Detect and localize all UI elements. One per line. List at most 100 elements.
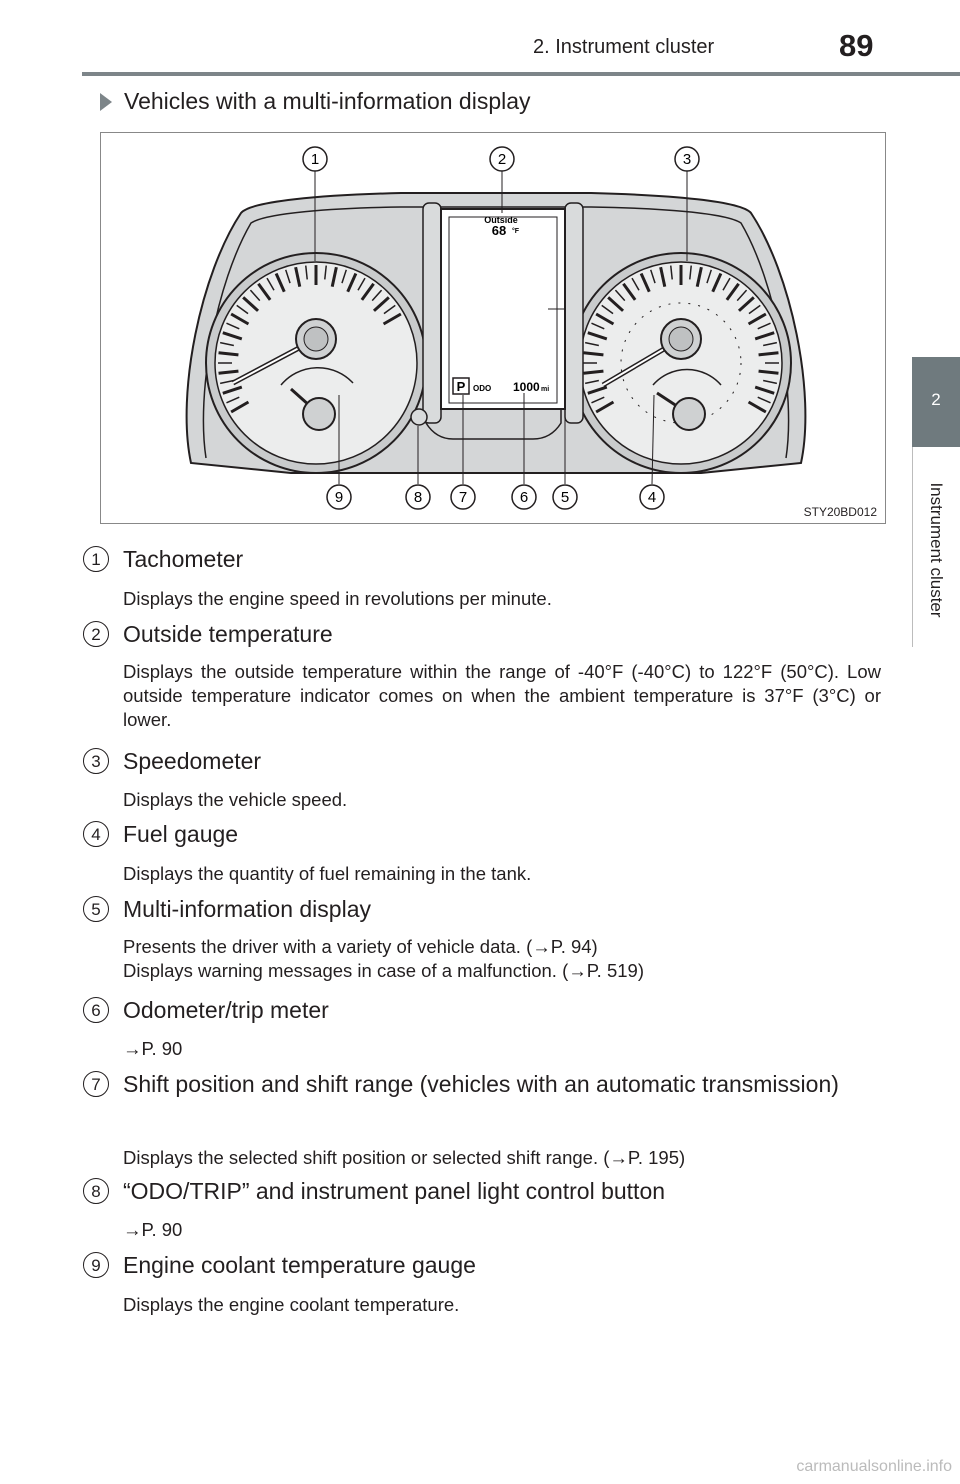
tachometer-tick	[257, 282, 272, 301]
speedometer-tick	[591, 322, 605, 330]
speedometer-tick	[736, 289, 748, 302]
center-pillar-right	[564, 202, 584, 424]
outside-temp-unit: °F	[512, 227, 520, 235]
callout-markers: 1 2 3 4 5 6 7 8 9	[302, 146, 700, 510]
tachometer-tick	[371, 289, 383, 302]
speedometer-tick	[754, 385, 775, 395]
callout-9: 9	[326, 484, 352, 510]
speedometer-tick	[583, 369, 604, 375]
speedometer-tick	[695, 266, 703, 288]
tachometer-gauge	[205, 252, 427, 474]
callout-3-label: 3	[683, 151, 691, 168]
tachometer-tick	[226, 322, 240, 330]
item-description: Displays the selected shift position or …	[123, 1147, 686, 1168]
tachometer-tick	[346, 272, 358, 293]
tachometer-tick	[219, 379, 234, 385]
callout-6: 6	[511, 484, 537, 510]
odo-label: ODO	[473, 384, 491, 393]
callout-3: 3	[674, 146, 700, 172]
tachometer-tick	[357, 277, 366, 291]
speedometer-tick	[614, 289, 626, 302]
tachometer-tick	[219, 341, 234, 347]
item-description: Displays the engine coolant temperature.	[123, 1294, 460, 1315]
speedometer-tick	[601, 304, 614, 315]
tachometer-tick	[222, 385, 243, 395]
item-number: 1	[83, 546, 109, 572]
item-title: Odometer/trip meter	[123, 997, 329, 1023]
odo-trip-button	[410, 408, 428, 426]
callout-2-label: 2	[498, 151, 506, 168]
watermark: carmanualsonline.info	[796, 1458, 952, 1475]
speedometer-tick	[757, 322, 771, 330]
speedometer-tick	[748, 304, 761, 315]
speedometer-tick	[689, 265, 692, 280]
speedometer-tick	[763, 379, 778, 385]
tachometer-tick	[341, 269, 347, 284]
item-title: Engine coolant temperature gauge	[123, 1252, 476, 1278]
speedometer-tick	[587, 385, 608, 395]
item-number: 8	[83, 1178, 109, 1204]
triangle-bullet-icon	[100, 92, 112, 111]
chapter-tab-label: Instrument cluster	[918, 460, 954, 640]
outside-label: Outside	[484, 215, 518, 225]
speedometer-tick	[747, 400, 767, 414]
item-title: Shift position and shift range (vehicles…	[123, 1071, 839, 1097]
center-pillar-left	[422, 202, 442, 424]
callout-1: 1	[302, 146, 328, 172]
section-heading: Vehicles with a multi-information displa…	[100, 88, 531, 115]
item-number: 6	[83, 997, 109, 1023]
page-number: 89	[839, 28, 874, 63]
item-number: 2	[83, 621, 109, 647]
callout-5: 5	[552, 484, 578, 510]
tachometer-tick	[285, 269, 291, 284]
speedometer-tick	[737, 296, 755, 312]
speedometer-tick	[584, 379, 599, 385]
item-description: Displays the engine speed in revolutions…	[123, 588, 552, 609]
speedometer-tick	[670, 265, 673, 280]
speedometer-tick	[763, 341, 778, 347]
item-title: Fuel gauge	[123, 821, 239, 847]
item-title: Outside temperature	[123, 621, 333, 647]
speedometer-tick	[631, 277, 640, 291]
item-title: “ODO/TRIP” and instrument panel light co…	[123, 1178, 666, 1204]
shift-position: P	[457, 379, 466, 394]
tachometer-tick	[360, 282, 375, 301]
running-header-section: 2. Instrument cluster	[533, 36, 715, 58]
item-number: 9	[83, 1252, 109, 1278]
callout-4-label: 4	[648, 489, 656, 506]
speedometer-tick	[725, 282, 740, 301]
callout-7-label: 7	[459, 489, 467, 506]
instrument-cluster-illustration: Outside 68 °F P ODO 1000 mi 1 2	[185, 146, 807, 510]
item-description: Displays warning messages in case of a m…	[123, 960, 644, 981]
item-title: Multi-information display	[123, 896, 371, 922]
speedometer-tick	[758, 351, 779, 357]
callout-6-label: 6	[520, 489, 528, 506]
section-heading-text: Vehicles with a multi-information displa…	[124, 88, 531, 114]
item-number: 5	[83, 896, 109, 922]
speedometer-tick	[595, 400, 615, 414]
speedometer-tick	[607, 296, 625, 312]
item-description: Presents the driver with a variety of ve…	[123, 936, 598, 957]
chapter-tab-label-area	[912, 447, 960, 647]
tachometer-tick	[230, 400, 250, 414]
item-page-reference: →P. 90	[123, 1219, 183, 1240]
tachometer-tick	[294, 266, 302, 288]
speedometer-tick	[722, 277, 731, 291]
chapter-tab-label-text: Instrument cluster	[927, 482, 946, 618]
outside-temp-value: 68	[492, 223, 506, 238]
speedometer-tick	[650, 269, 656, 284]
callout-1-label: 1	[311, 151, 319, 168]
figure-code: STY20BD012	[803, 505, 877, 519]
item-title: Speedometer	[123, 748, 262, 774]
tachometer-tick	[305, 265, 308, 280]
tachometer-tick	[249, 289, 261, 302]
tachometer-tick	[382, 312, 402, 326]
tachometer-tick	[222, 331, 243, 341]
speedometer-tick	[591, 396, 605, 404]
speedometer-tick	[622, 282, 637, 301]
instrument-cluster-figure: Outside 68 °F P ODO 1000 mi 1 2	[100, 132, 886, 524]
tachometer-tick	[218, 369, 239, 375]
speedometer-tick	[706, 269, 712, 284]
item-description: Displays the vehicle speed.	[123, 789, 348, 810]
speedometer-tick	[711, 272, 723, 293]
